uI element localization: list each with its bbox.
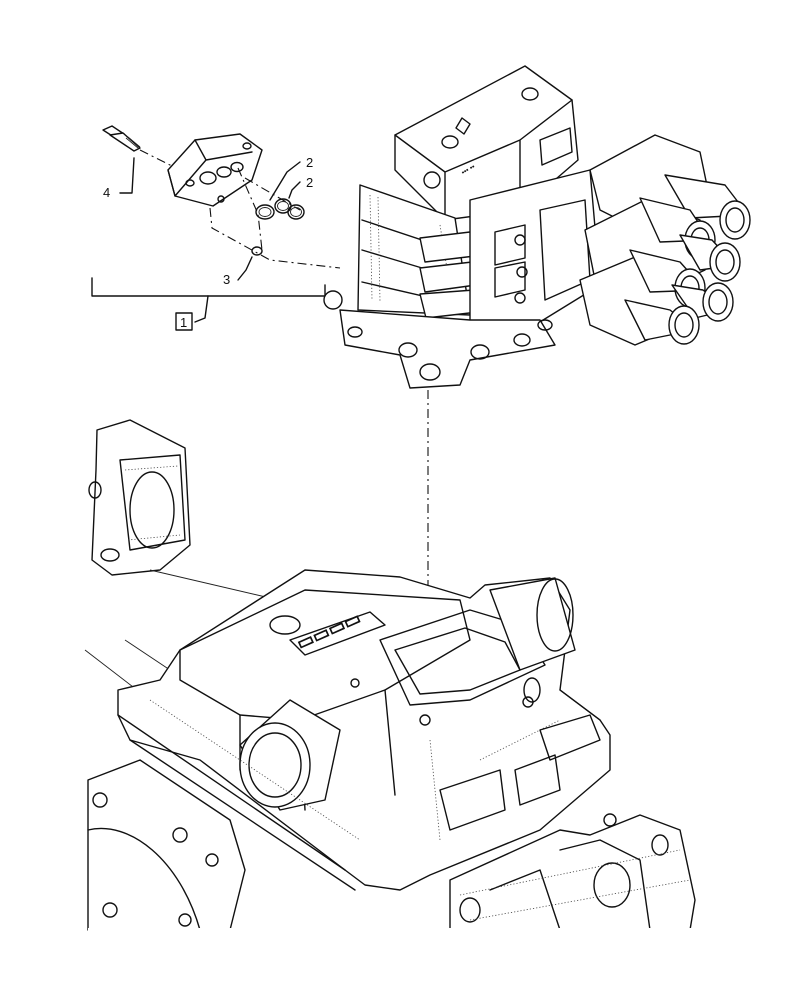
- plate-axis-line-3: [244, 177, 301, 211]
- callout-1-label: 1: [180, 315, 187, 330]
- adapter-plate: [167, 133, 263, 207]
- o-ring-large: [255, 204, 275, 220]
- callout-4-label: 4: [103, 185, 110, 200]
- rear-axle-housing: ▭▭▭▭: [84, 419, 696, 931]
- callout-1-box: [175, 312, 193, 331]
- callout-1-leader: [194, 295, 209, 323]
- hydraulic-couplers: [579, 134, 751, 346]
- callout-3-leader: [237, 256, 253, 281]
- callout-2a-label: 2: [306, 155, 313, 170]
- bolt: [102, 125, 141, 152]
- callout-2a-leader: [269, 161, 301, 201]
- plate-axis-line-2: [209, 207, 341, 269]
- o-ring-small: [251, 246, 263, 256]
- callout-2b-leader: [288, 181, 301, 199]
- callout-2b-label: 2: [306, 175, 313, 190]
- callout-3-label: 3: [223, 272, 230, 287]
- kit-bracket: [91, 277, 326, 297]
- control-valve-assembly: ▪▪▪ ▪▪: [323, 65, 751, 389]
- callout-4-leader: [119, 157, 135, 194]
- o-ring-double: [274, 198, 305, 220]
